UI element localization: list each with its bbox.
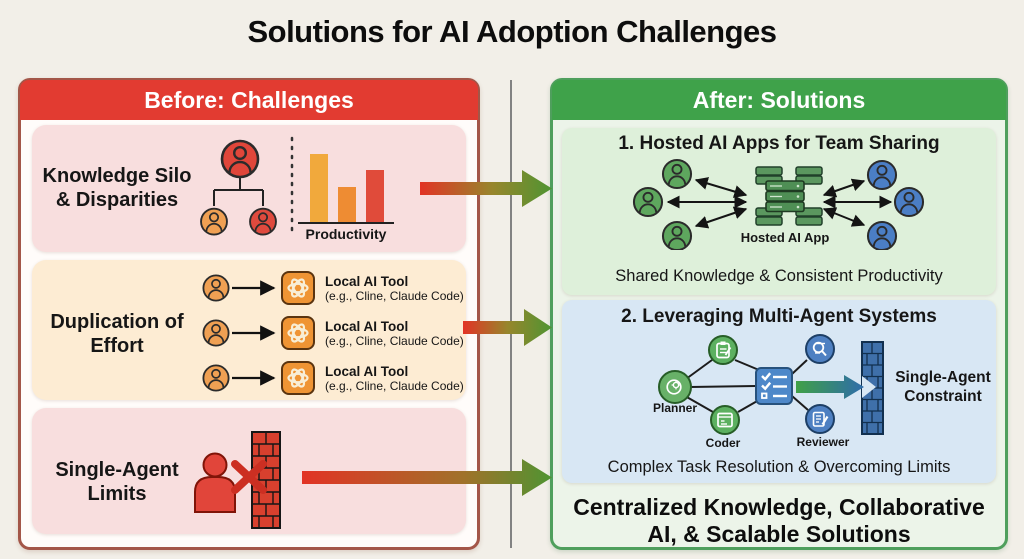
local-ai-tool-example: (e.g., Cline, Claude Code) [325,334,464,348]
transform-arrow-icon [420,170,552,207]
local-ai-tool-example: (e.g., Cline, Claude Code) [325,289,464,303]
doc-edit-icon [805,404,835,434]
blocked-x-icon [231,460,267,494]
section-duplication [32,260,466,400]
knowledge-silo-label: Knowledge Silo & Disparities [42,165,192,211]
local-ai-tool-label: Local AI Tool [325,319,409,334]
breakthrough-arrow-icon [796,375,864,399]
user-avatar-icon [202,274,230,302]
checklist-card-icon [755,367,793,405]
reviewer-label: Reviewer [796,435,850,449]
local-ai-tool-example: (e.g., Cline, Claude Code) [325,379,464,393]
transform-arrow-icon [302,459,552,496]
ai-tool-icon [281,361,315,395]
doc-search-icon [805,334,835,364]
multi-agent-caption: Complex Task Resolution & Overcoming Lim… [607,458,951,476]
hosted-network-graphic [632,158,925,250]
local-ai-tool-label: Local AI Tool [325,364,409,379]
multi-agent-graphic [658,334,884,435]
after-footer-text: Centralized Knowledge, Collaborative AI,… [573,494,985,547]
single-agent-constraint-label: Single-Agent Constraint [895,369,991,405]
planner-label: Planner [652,401,697,415]
multi-agent-title: 2. Leveraging Multi-Agent Systems [621,306,937,327]
person-silhouette-icon [194,452,236,513]
after-header: After: Solutions [552,80,1006,120]
duplication-rows-graphic [202,271,315,395]
hosted-caption: Shared Knowledge & Consistent Productivi… [615,267,943,285]
user-avatar-icon [202,319,230,347]
hosted-hub-label: Hosted AI App [740,230,830,245]
coder-label: Coder [705,436,741,450]
user-avatar-icon [200,207,228,236]
single-agent-limits-label: Single-Agent Limits [55,459,179,505]
ai-tool-icon [281,271,315,305]
user-avatar-icon [220,139,260,179]
code-window-icon [710,405,740,435]
brick-wall-blue-icon [861,341,884,435]
user-avatar-icon [249,207,277,236]
user-avatar-icon [866,159,898,191]
before-header: Before: Challenges [20,80,478,120]
ai-tool-icon [281,316,315,350]
user-avatar-icon [661,220,693,250]
user-avatar-icon [202,364,230,392]
bar-chart-icon [298,154,394,224]
clipboard-icon [708,335,738,365]
user-avatar-icon [632,186,664,218]
user-avatar-icon [866,220,898,250]
double-arrow-icon [666,177,893,229]
local-ai-tool-label: Local AI Tool [325,274,409,289]
single-agent-blocked-graphic [194,431,281,529]
hosted-title: 1. Hosted AI Apps for Team Sharing [618,133,940,154]
server-cluster-icon [755,166,823,226]
user-avatar-icon [893,186,925,218]
org-tree-icon [200,136,394,236]
page-title: Solutions for AI Adoption Challenges [247,14,777,49]
duplication-label: Duplication of Effort [50,311,184,357]
transform-arrow-icon [463,309,552,346]
planner-icon [658,370,692,404]
center-divider-line [510,80,512,548]
productivity-caption: Productivity [305,226,387,242]
user-avatar-icon [661,158,693,190]
